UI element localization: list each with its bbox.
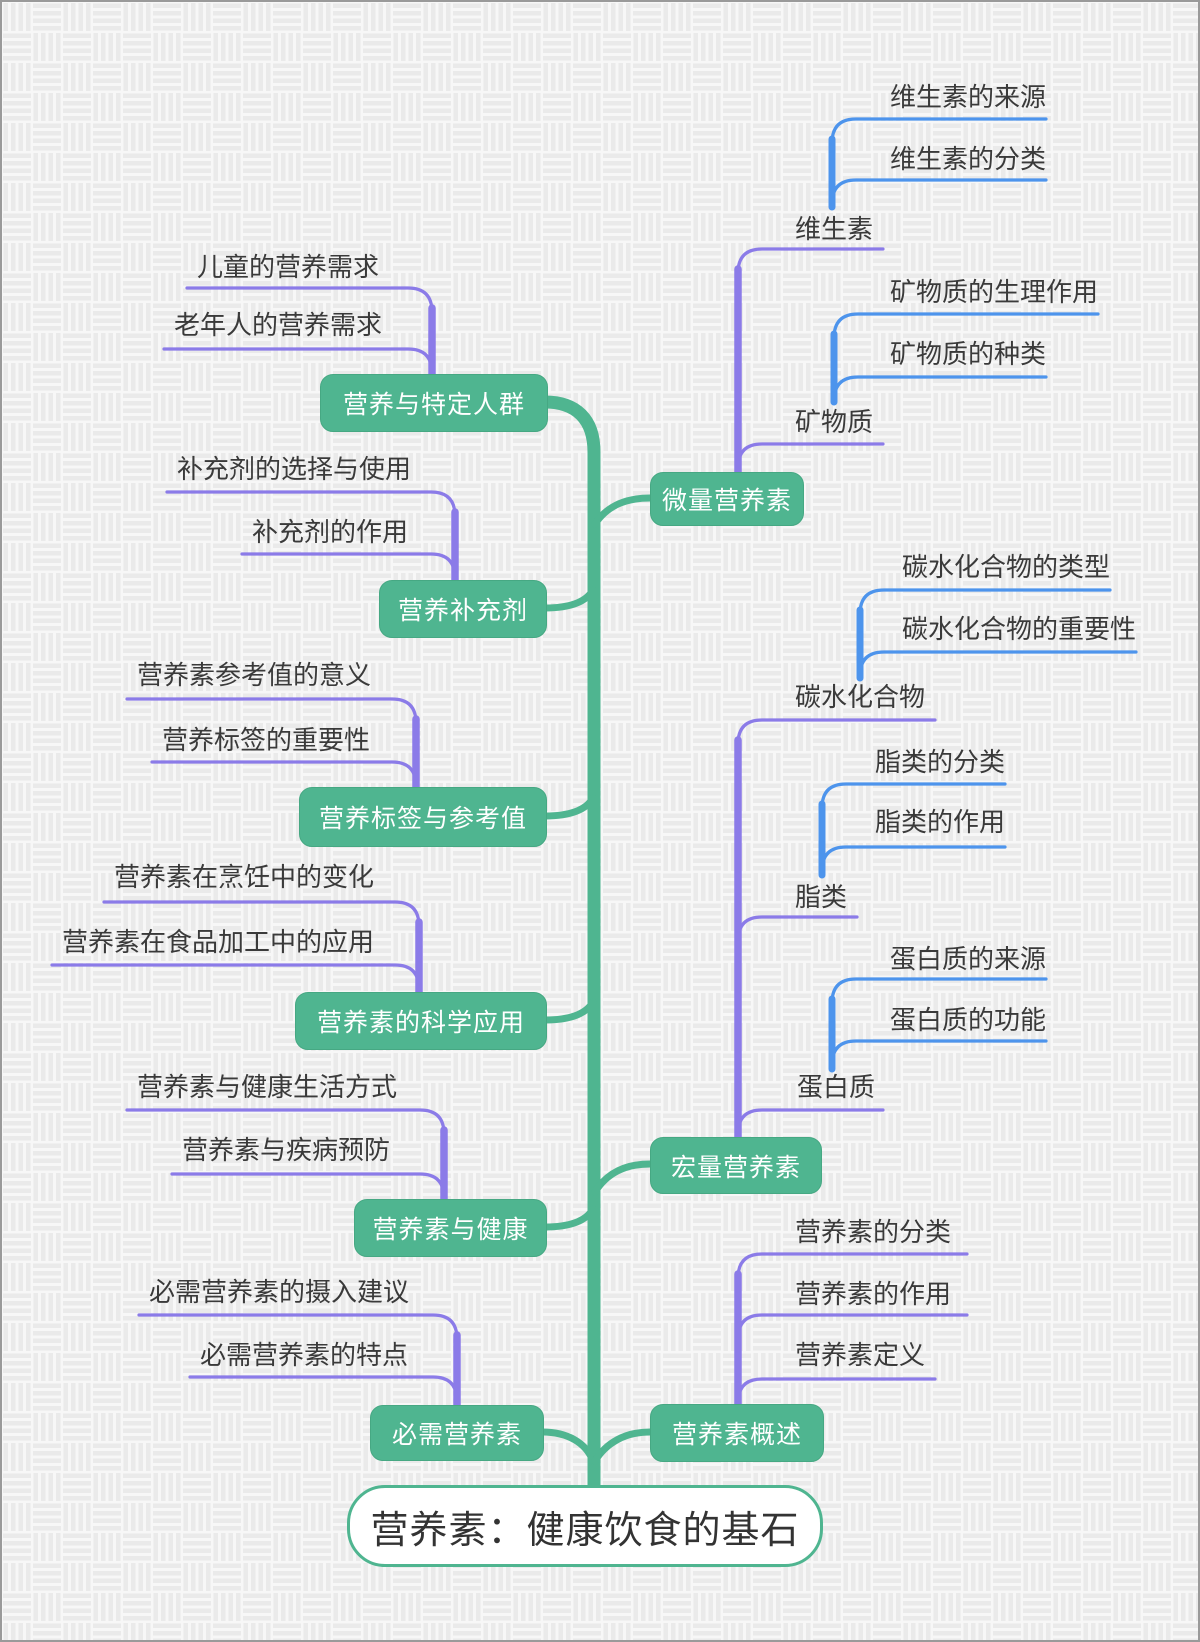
topic-node-science-application[interactable]: 营养素的科学应用 <box>295 992 547 1050</box>
purple-branch-lines-right <box>734 247 969 1410</box>
topic-node-nutrients-overview[interactable]: 营养素概述 <box>650 1404 824 1462</box>
topic-node-supplements[interactable]: 营养补充剂 <box>379 580 547 638</box>
topic-node-micronutrients[interactable]: 微量营养素 <box>650 472 804 526</box>
branch-connector <box>538 1428 597 1465</box>
subtopic-label-healthy-lifestyle[interactable]: 营养素与健康生活方式 <box>137 1072 398 1102</box>
branch-connector <box>541 1205 597 1231</box>
blue-branch-lines <box>818 117 1138 1073</box>
topic-node-macronutrients[interactable]: 宏量营养素 <box>650 1137 822 1194</box>
subtopic-label-supplement-selection[interactable]: 补充剂的选择与使用 <box>177 454 412 484</box>
subtopic-label-nutrient-role[interactable]: 营养素的作用 <box>795 1279 952 1309</box>
subtopic-label-supplement-role[interactable]: 补充剂的作用 <box>252 517 409 547</box>
subtopic-label-proteins[interactable]: 蛋白质 <box>797 1072 876 1102</box>
branch-connector <box>591 1160 654 1196</box>
leaf-label-lipid-role[interactable]: 脂类的作用 <box>875 807 1006 837</box>
topic-node-essential-nutrients[interactable]: 必需营养素 <box>370 1405 544 1461</box>
subtopic-label-reference-value-meaning[interactable]: 营养素参考值的意义 <box>137 660 372 690</box>
leaf-label-protein-sources[interactable]: 蛋白质的来源 <box>890 944 1047 974</box>
trunk-line <box>538 395 601 1495</box>
subtopic-label-vitamins[interactable]: 维生素 <box>795 214 874 244</box>
subtopic-label-cooking-changes[interactable]: 营养素在烹饪中的变化 <box>114 862 375 892</box>
purple-branch-lines-left <box>50 286 461 1411</box>
subtopic-label-nutrient-classification[interactable]: 营养素的分类 <box>795 1217 952 1247</box>
leaf-label-mineral-physiology[interactable]: 矿物质的生理作用 <box>890 277 1099 307</box>
branch-connector <box>541 998 597 1024</box>
subtopic-label-intake-advice[interactable]: 必需营养素的摄入建议 <box>149 1277 410 1307</box>
subtopic-label-nutrient-definition[interactable]: 营养素定义 <box>795 1340 926 1370</box>
root-node[interactable]: 营养素：健康饮食的基石 <box>347 1485 823 1567</box>
subtopic-label-essential-traits[interactable]: 必需营养素的特点 <box>200 1340 409 1370</box>
leaf-label-vitamin-classification[interactable]: 维生素的分类 <box>890 144 1047 174</box>
leaf-label-vitamin-sources[interactable]: 维生素的来源 <box>890 82 1047 112</box>
branch-connector <box>591 1428 654 1465</box>
leaf-label-protein-functions[interactable]: 蛋白质的功能 <box>890 1005 1047 1035</box>
leaf-label-lipid-classification[interactable]: 脂类的分类 <box>875 747 1006 777</box>
subtopic-label-disease-prevention[interactable]: 营养素与疾病预防 <box>182 1135 391 1165</box>
topic-node-nutrients-health[interactable]: 营养素与健康 <box>354 1199 547 1257</box>
trunk-lines <box>538 395 654 1495</box>
leaf-label-carb-types[interactable]: 碳水化合物的类型 <box>902 552 1111 582</box>
topic-node-labels-reference[interactable]: 营养标签与参考值 <box>299 787 547 847</box>
subtopic-label-carbohydrates[interactable]: 碳水化合物 <box>795 682 926 712</box>
leaf-label-carb-importance[interactable]: 碳水化合物的重要性 <box>902 614 1137 644</box>
branch-connector <box>541 586 597 612</box>
subtopic-label-food-processing[interactable]: 营养素在食品加工中的应用 <box>62 927 375 957</box>
subtopic-label-minerals[interactable]: 矿物质 <box>795 407 874 437</box>
topic-node-specific-groups[interactable]: 营养与特定人群 <box>320 374 548 432</box>
leaf-label-mineral-types[interactable]: 矿物质的种类 <box>890 339 1047 369</box>
subtopic-label-children-needs[interactable]: 儿童的营养需求 <box>197 252 380 282</box>
branch-connector <box>541 794 597 820</box>
branch-connector <box>591 494 654 528</box>
subtopic-label-label-importance[interactable]: 营养标签的重要性 <box>162 725 371 755</box>
subtopic-label-elderly-needs[interactable]: 老年人的营养需求 <box>174 310 383 340</box>
subtopic-label-lipids[interactable]: 脂类 <box>795 882 848 912</box>
